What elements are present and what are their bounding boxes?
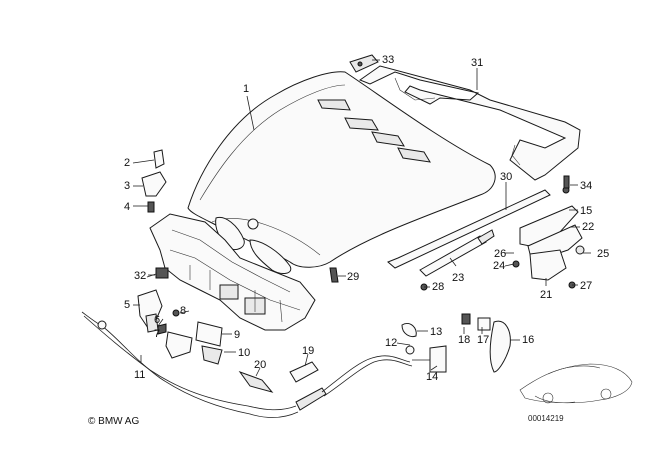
- callout-10: 10: [238, 347, 250, 359]
- callout-2: 2: [124, 157, 130, 169]
- callout-13: 13: [430, 326, 442, 338]
- callout-9: 9: [234, 329, 240, 341]
- hood-latch-parts: [137, 149, 223, 365]
- callout-26: 26: [494, 248, 506, 260]
- callout-6: 6: [154, 314, 160, 326]
- front-panel: [149, 213, 316, 331]
- safety-catch-parts: [461, 313, 511, 373]
- callout-3: 3: [124, 180, 130, 192]
- callout-31: 31: [471, 57, 483, 69]
- release-cables: [81, 311, 447, 418]
- callout-11: 11: [134, 369, 145, 381]
- callout-20: 20: [254, 359, 266, 371]
- callout-1: 1: [243, 83, 249, 95]
- roundel-emblem: [247, 218, 259, 230]
- gas-strut: [419, 235, 487, 277]
- callout-12: 12: [385, 337, 397, 349]
- rubber-stop: [349, 54, 379, 73]
- callout-30: 30: [500, 171, 512, 183]
- callout-7: 7: [154, 328, 160, 340]
- callout-5: 5: [124, 299, 130, 311]
- callout-34: 34: [580, 180, 592, 192]
- leader-lines: [132, 59, 591, 377]
- callout-8: 8: [180, 305, 186, 317]
- callout-15: 15: [580, 205, 592, 217]
- hood-hinge: [420, 175, 585, 291]
- callout-16: 16: [522, 334, 534, 346]
- callout-22: 22: [582, 221, 594, 233]
- seal-strip: [387, 189, 551, 269]
- callout-27: 27: [580, 280, 592, 292]
- hood-seal-frame: [358, 65, 581, 181]
- callout-17: 17: [477, 334, 489, 346]
- callout-23: 23: [452, 272, 464, 284]
- callout-19: 19: [302, 345, 314, 357]
- callout-33: 33: [382, 54, 394, 66]
- callout-29: 29: [347, 271, 359, 283]
- reference-number: 00014219: [528, 414, 564, 423]
- callout-4: 4: [124, 201, 130, 213]
- callout-28: 28: [432, 281, 444, 293]
- callout-labels: 1 2 3 4 5 6 7 8 9 10 11 12 13 14 15 16 1…: [124, 54, 609, 383]
- vehicle-thumbnail: [519, 363, 633, 404]
- hood-panel: [187, 71, 496, 283]
- callout-24: 24: [493, 260, 505, 272]
- callout-14: 14: [426, 371, 438, 383]
- callout-18: 18: [458, 334, 470, 346]
- cable-holder: [238, 370, 274, 393]
- callout-25: 25: [597, 248, 609, 260]
- copyright-text: © BMW AG: [88, 416, 139, 427]
- callout-21: 21: [540, 289, 552, 301]
- callout-32: 32: [134, 270, 146, 282]
- cable-clip: [289, 361, 319, 383]
